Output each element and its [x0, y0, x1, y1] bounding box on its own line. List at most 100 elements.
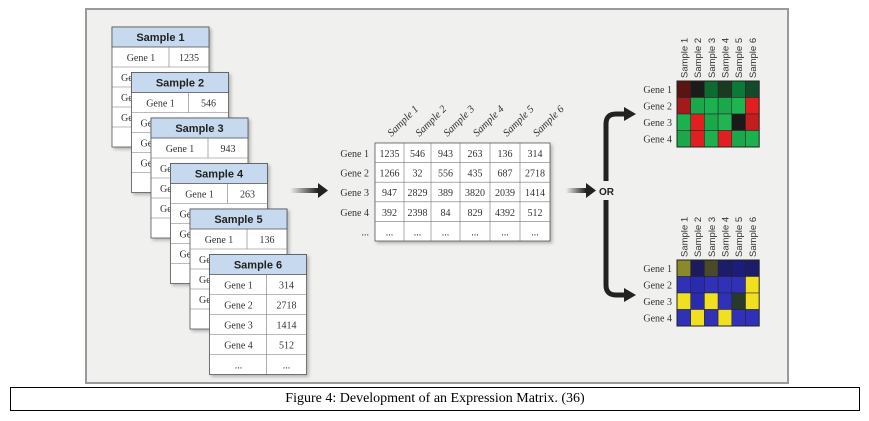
- matrix-cell: 4392: [495, 208, 515, 219]
- sample-card-title: Sample 4: [195, 169, 244, 181]
- heatmap-cell: [717, 80, 733, 98]
- matrix-cell: 1235: [380, 149, 400, 160]
- heatmap-column-header: Sample 1: [679, 38, 690, 78]
- partial-gene-label: Ge: [180, 210, 192, 221]
- matrix-cell: 389: [438, 188, 453, 199]
- heatmap-cell: [717, 259, 733, 277]
- heatmap-column-header: Sample 3: [707, 217, 718, 257]
- heatmap-cell: [731, 130, 746, 148]
- heatmap-cell: [704, 309, 719, 327]
- matrix-row-label: Gene 3: [340, 188, 369, 199]
- heatmap-cell: [690, 292, 705, 310]
- sample-card-header: [111, 26, 210, 48]
- matrix-cell: 136: [498, 149, 513, 160]
- sample-card-gene: Gene 4: [224, 341, 253, 352]
- heatmap-cell: [690, 130, 705, 148]
- sample-card-gene: ...: [235, 361, 243, 372]
- sample-card-title: Sample 3: [175, 123, 223, 135]
- heatmap-cell: [745, 309, 760, 327]
- partial-gene-label: Ge: [121, 73, 133, 84]
- heatmap-cell: [676, 259, 691, 277]
- heatmap-cell: [690, 113, 705, 131]
- heatmap-row-label: Gene 2: [643, 281, 672, 292]
- sample-card-value: 314: [279, 281, 294, 292]
- sample-card-header: [131, 72, 229, 93]
- heatmap-cell: [676, 292, 691, 310]
- heatmap-cell: [745, 113, 760, 131]
- heatmap-column-header: Sample 1: [679, 217, 690, 257]
- partial-gene-label: Ge: [141, 119, 153, 130]
- matrix-cell: ...: [386, 227, 394, 238]
- heatmap-cell: [731, 292, 746, 310]
- heatmap-column-header: Sample 2: [693, 38, 704, 78]
- matrix-cell: 2039: [495, 188, 515, 199]
- matrix-cell: 32: [413, 169, 423, 180]
- sample-card-gene: Gene 1: [166, 144, 195, 155]
- matrix-cell: ...: [531, 227, 539, 238]
- heatmap-cell: [717, 113, 733, 131]
- heatmap-cell: [704, 130, 719, 148]
- matrix-table: [374, 142, 551, 242]
- matrix-cell: 435: [468, 169, 483, 180]
- matrix-cell: 392: [382, 208, 397, 219]
- figure-caption: Figure 4: Development of an Expression M…: [285, 391, 585, 406]
- heatmap-cell: [704, 97, 719, 115]
- heatmap-cell: [717, 97, 733, 115]
- arrow-to-matrix: [290, 183, 328, 198]
- heatmap-column-header: Sample 5: [734, 217, 745, 257]
- heatmap-cell: [690, 309, 705, 327]
- heatmap-row-label: Gene 4: [643, 135, 672, 146]
- heatmap-cell: [745, 292, 760, 310]
- matrix-cell: ...: [442, 227, 450, 238]
- heatmap-cell: [745, 80, 760, 98]
- sample-card-value: 1235: [179, 53, 199, 64]
- matrix-row-label: Gene 4: [340, 208, 369, 219]
- heatmap-cell: [704, 276, 719, 294]
- heatmap-cell: [676, 276, 691, 294]
- sample-card-title: Sample 6: [234, 260, 282, 272]
- heatmap-cell: [676, 97, 691, 115]
- sample-card-gene: Gene 2: [224, 301, 253, 312]
- heatmap-cell: [676, 113, 691, 131]
- matrix-cell: 556: [438, 169, 453, 180]
- partial-gene-label: Ge: [141, 139, 153, 150]
- sample-card-value: 546: [201, 99, 216, 110]
- heatmap-column-header: Sample 2: [693, 217, 704, 257]
- heatmap-column-header: Sample 6: [748, 217, 759, 257]
- matrix-cell: ...: [501, 227, 509, 238]
- sample-card-gene: Gene 1: [146, 99, 175, 110]
- sample-card-title: Sample 1: [136, 32, 184, 44]
- matrix-cell: 84: [441, 208, 451, 219]
- matrix-cell: 1266: [380, 169, 400, 180]
- sample-card-value: 512: [279, 341, 294, 352]
- heatmap-cell: [745, 259, 760, 277]
- branch-arrows: [603, 107, 636, 302]
- matrix-cell: ...: [414, 227, 422, 238]
- matrix-cell: 2829: [408, 188, 428, 199]
- arrow-to-or: [566, 183, 596, 198]
- partial-gene-label: Ge: [160, 164, 172, 175]
- heatmap-row-label: Gene 3: [643, 118, 672, 129]
- heatmap-cell: [690, 259, 705, 277]
- heatmap-cell: [690, 276, 705, 294]
- matrix-cell: 546: [410, 149, 425, 160]
- partial-gene-label: Ge: [121, 113, 133, 124]
- partial-gene-label: Ge: [160, 184, 172, 195]
- matrix-row-label: ...: [362, 227, 370, 238]
- heatmap-column-header: Sample 6: [748, 38, 759, 78]
- heatmap-cell: [676, 309, 691, 327]
- heatmap-cell: [717, 309, 733, 327]
- sample-card-title: Sample 2: [156, 78, 204, 90]
- matrix-cell: 1414: [525, 188, 545, 199]
- sample-card-header: [150, 117, 249, 139]
- matrix-row-label: Gene 1: [340, 149, 369, 160]
- heatmap-cell: [731, 97, 746, 115]
- sample-card-header: [209, 254, 307, 275]
- heatmap-cell: [704, 80, 719, 98]
